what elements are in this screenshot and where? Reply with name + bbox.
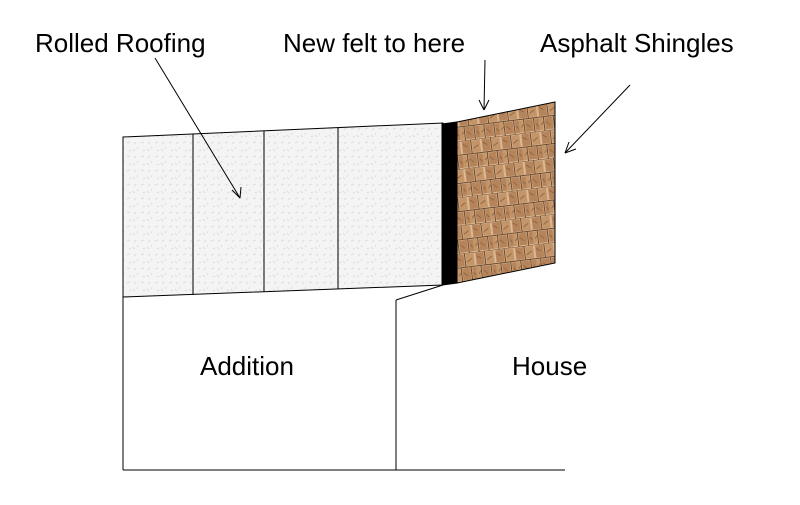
walls [122,284,565,471]
asphalt-shingles-area [456,101,556,284]
asphalt-shingles-leader [564,84,631,154]
label-house: House [512,351,587,381]
new-felt-leader [483,59,486,111]
label-addition: Addition [200,351,294,381]
label-new-felt: New felt to here [283,28,465,58]
new-felt-strip [441,121,458,286]
rolled-roofing-leader [154,57,241,199]
asphalt-shingles-arrowhead [564,141,577,154]
rolled-roofing-area [122,122,444,298]
rolled-roofing-arrowhead [231,186,242,199]
leader-arrows [154,57,631,199]
house-wall-top [395,284,444,301]
new-felt-arrowhead [478,99,490,111]
label-asphalt-shingles: Asphalt Shingles [540,28,734,58]
label-rolled-roofing: Rolled Roofing [35,28,206,58]
rolled-roofing-section [122,122,444,298]
